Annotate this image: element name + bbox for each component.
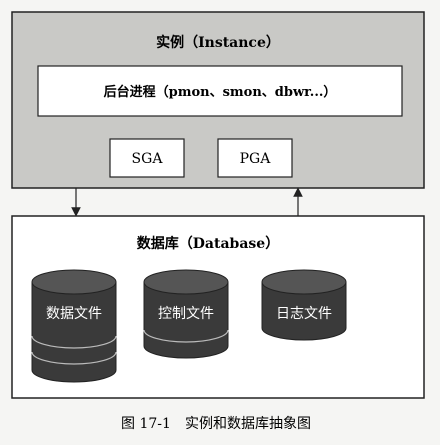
figure-caption: 图 17-1 实例和数据库抽象图	[121, 416, 311, 432]
sga-box	[109, 138, 185, 178]
database-title: 数据库（Database）	[137, 235, 279, 252]
control-file-cylinder: 控制文件	[143, 269, 229, 359]
pga-box	[217, 138, 293, 178]
pga-label: PGA	[240, 151, 272, 167]
control-file-label: 控制文件	[158, 306, 214, 322]
data-file-label: 数据文件	[46, 306, 102, 322]
background-process-label: 后台进程（pmon、smon、dbwr...）	[104, 84, 337, 100]
background-process-box	[37, 65, 403, 117]
log-file-cylinder: 日志文件	[261, 269, 347, 341]
data-file-cylinder: 数据文件	[31, 269, 117, 383]
log-file-label: 日志文件	[276, 306, 332, 322]
instance-title: 实例（Instance）	[156, 34, 280, 51]
sga-label: SGA	[132, 151, 164, 167]
